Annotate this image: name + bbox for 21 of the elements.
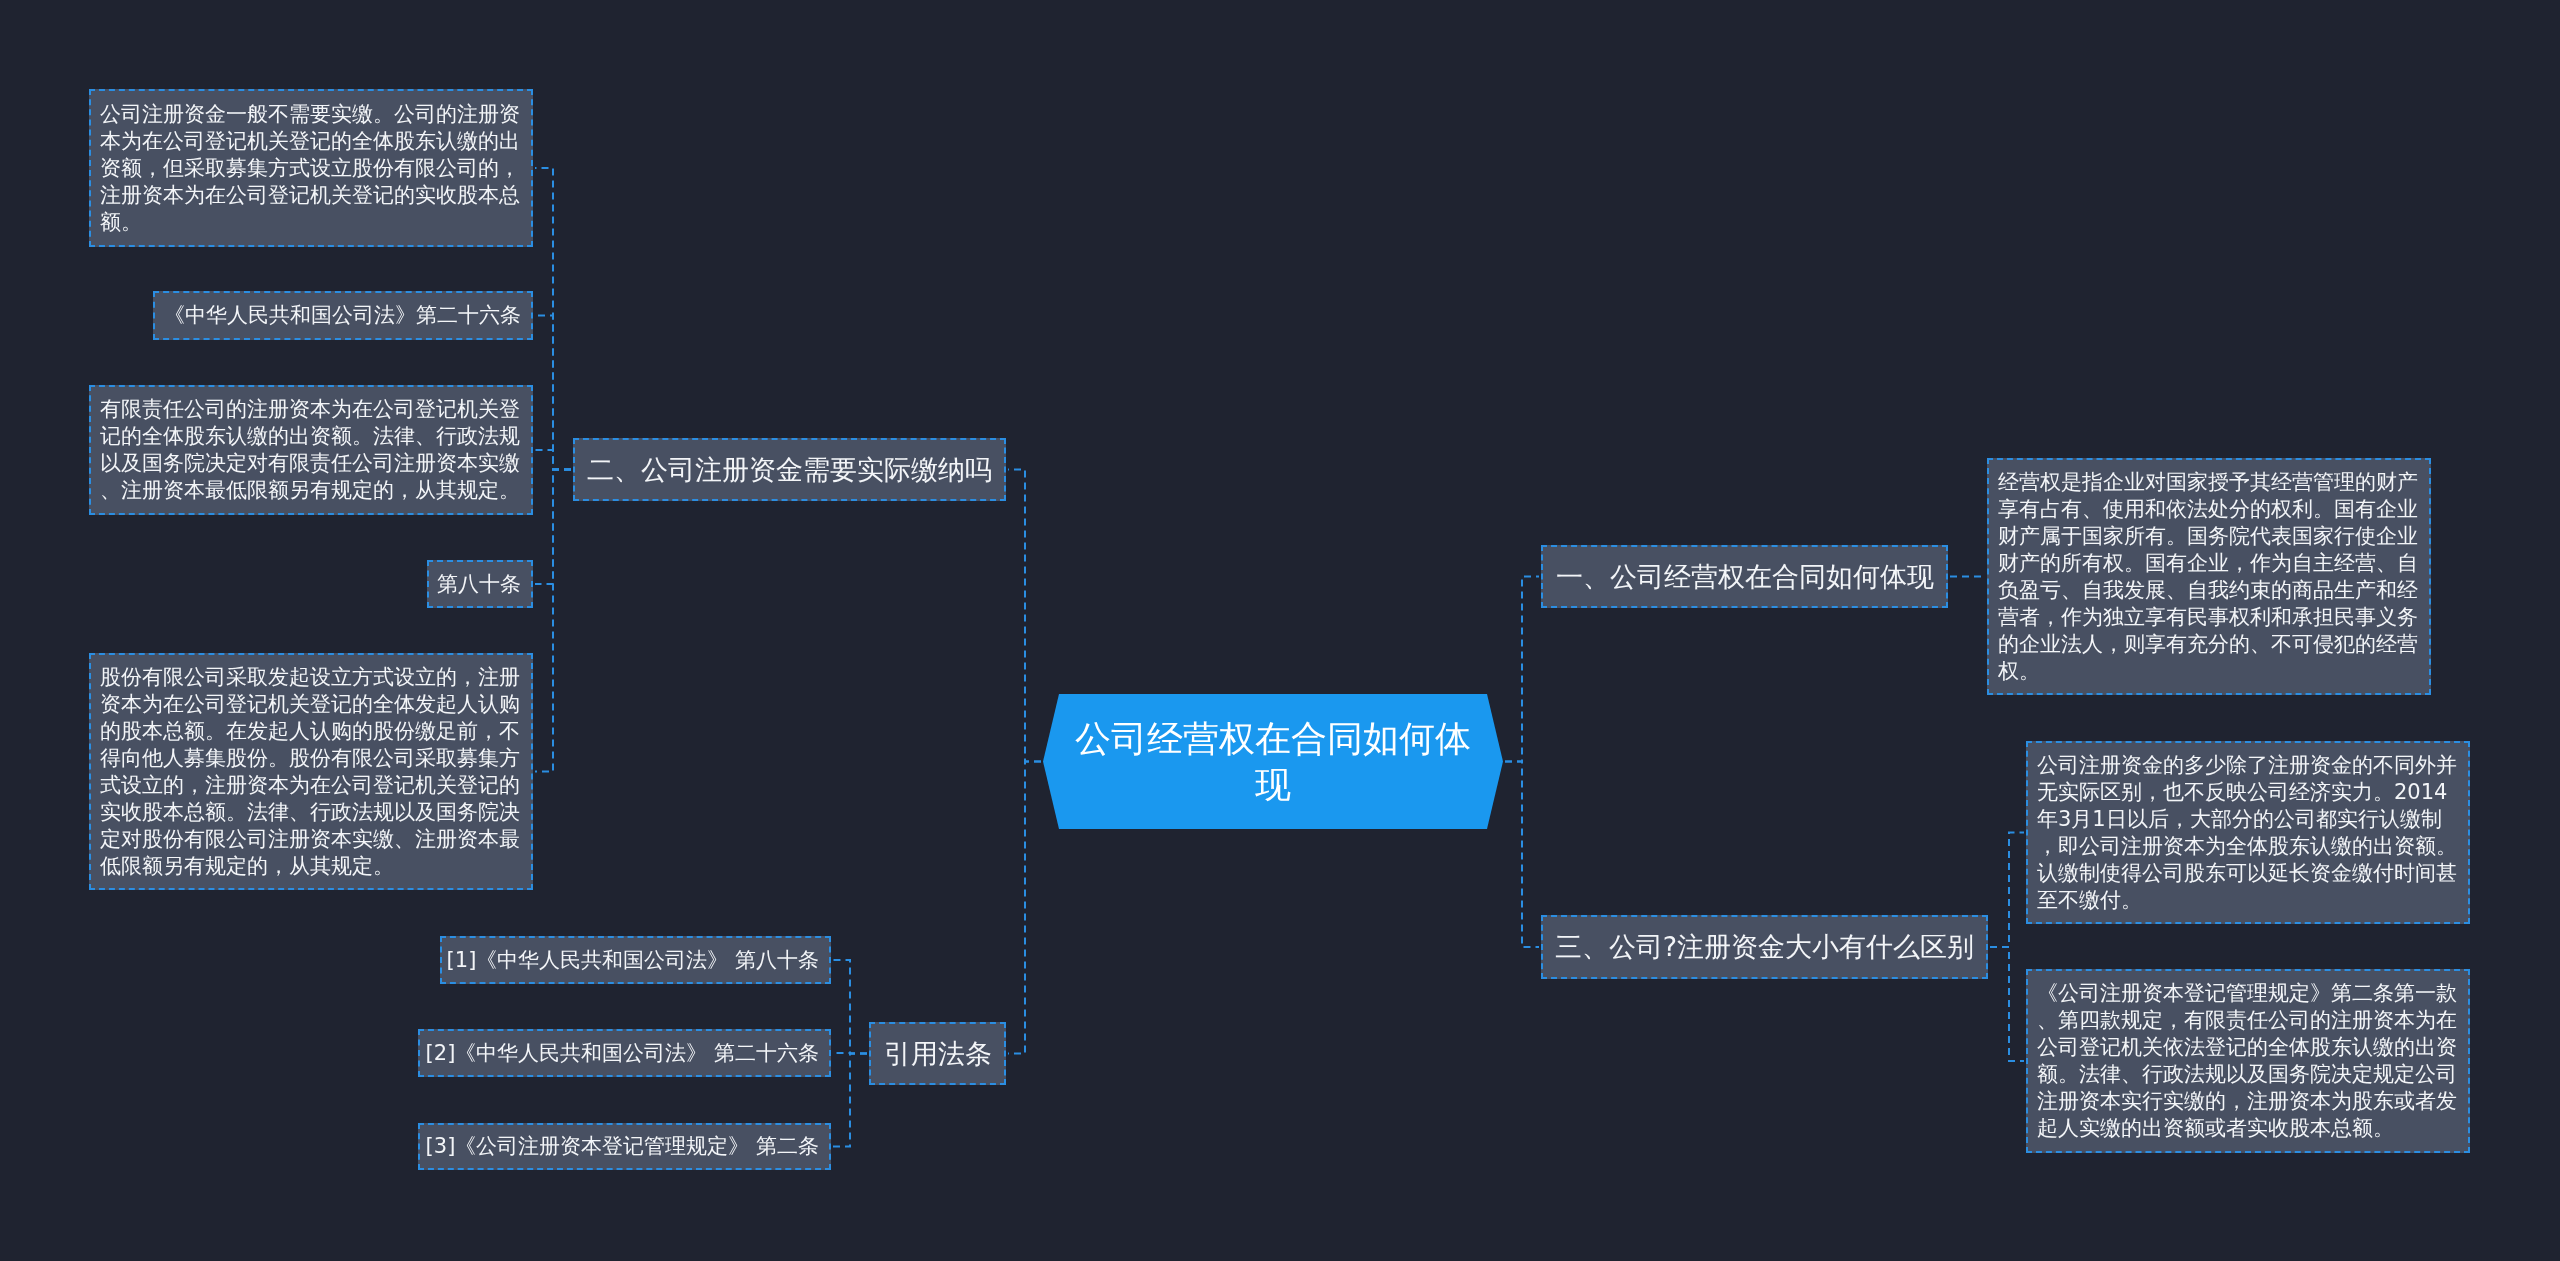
central-topic-hexagon: 公司经营权在合同如何体现 [1043, 694, 1503, 829]
note-box: 公司注册资金一般不需要实缴。公司的注册资本为在公司登记机关登记的全体股东认缴的出资额，但采取募集方式设立股份有限公司的，注册资本为在公司登记机关登记的实收股本总额。 [89, 89, 533, 247]
topic-box: 二、公司注册资金需要实际缴纳吗 [573, 438, 1006, 501]
note-box: 第八十条 [427, 560, 533, 608]
connector-line [1007, 760, 1042, 1055]
note-box: 股份有限公司采取发起设立方式设立的，注册资本为在公司登记机关登记的全体发起人认购的股本总额。在发起人认购的股份缴足前，不得向他人募集股份。股份有限公司采取募集方式设立的，注册资本为在公司登记机关登记的实收股本总额。法律、行政法规以及国务院决定对股份有限公司注册资本实缴、注册资本最低限额另有规定的，从其规定。 [89, 653, 533, 890]
connector-line [534, 468, 572, 773]
note-box: 经营权是指企业对国家授予其经营管理的财产享有占有、使用和依法处分的权利。国有企业财产属于国家所有。国务院代表国家行使企业财产的所有权。国有企业，作为自主经营、自负盈亏、自我发展、自我约束的商品生产和经营者，作为独立享有民事权利和承担民事义务的企业法人，则享有充分的、不可侵犯的经营权。 [1987, 458, 2431, 695]
topic-box: 引用法条 [869, 1022, 1006, 1085]
note-box: [3]《公司注册资本登记管理规定》 第二条 [418, 1123, 831, 1170]
note-box: 有限责任公司的注册资本为在公司登记机关登记的全体股东认缴的出资额。法律、行政法规以及国务院决定对有限责任公司注册资本实缴、注册资本最低限额另有规定的，从其规定。 [89, 385, 533, 515]
topic-box: 一、公司经营权在合同如何体现 [1541, 545, 1948, 608]
note-box: 《中华人民共和国公司法》第二十六条 [153, 291, 533, 340]
connector-line [1504, 760, 1540, 948]
connector-line [832, 1052, 868, 1148]
note-box: [2]《中华人民共和国公司法》 第二十六条 [418, 1029, 831, 1077]
connector-line [1989, 946, 2025, 1062]
note-box: 《公司注册资本登记管理规定》第二条第一款、第四款规定，有限责任公司的注册资本为在公司登记机关依法登记的全体股东认缴的出资额。法律、行政法规以及国务院决定规定公司注册资本实行实缴的，注册资本为股东或者发起人实缴的出资额或者实收股本总额。 [2026, 969, 2470, 1153]
note-box: [1]《中华人民共和国公司法》 第八十条 [440, 936, 831, 984]
topic-box: 三、公司?注册资金大小有什么区别 [1541, 915, 1988, 979]
note-box: 公司注册资金的多少除了注册资金的不同外并无实际区别，也不反映公司经济实力。2014年3月1日以后，大部分的公司都实行认缴制，即公司注册资本为全体股东认缴的出资额。认缴制使得公司股东可以延长资金缴付时间甚至不缴付。 [2026, 741, 2470, 924]
